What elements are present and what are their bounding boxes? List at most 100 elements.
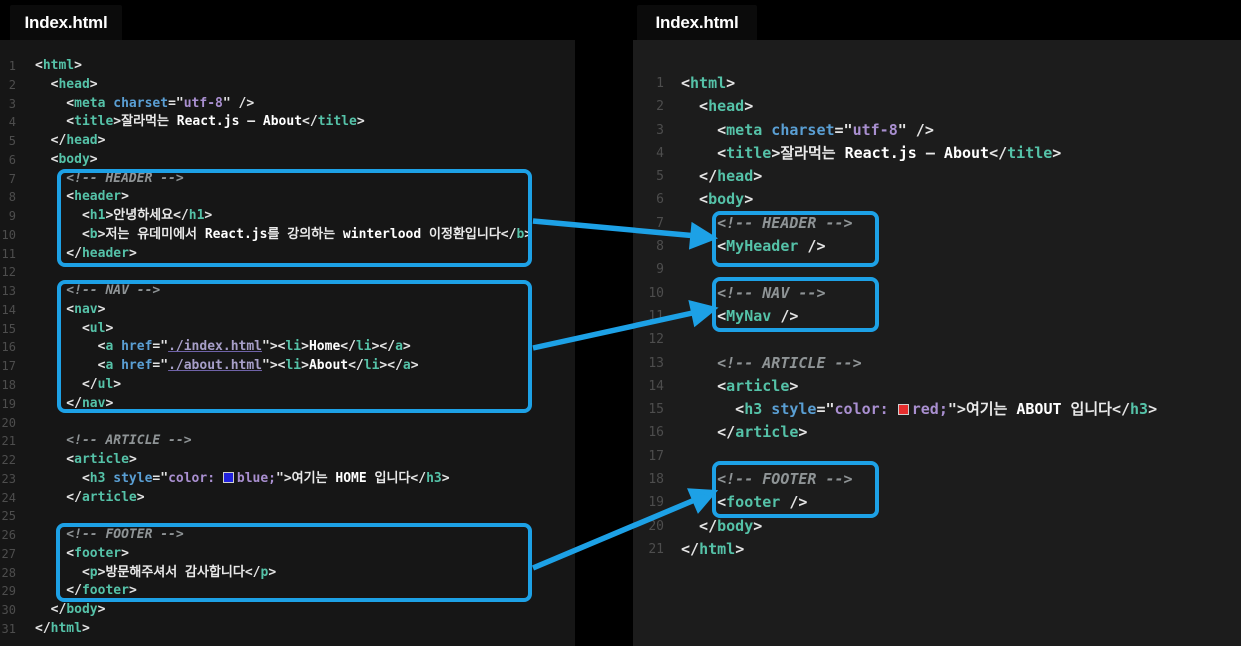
line-number: 1 [8,59,16,73]
code-token: > [1052,143,1062,162]
code-token: < [35,76,59,92]
code-token: > [753,167,763,186]
color-swatch-red[interactable] [897,404,909,416]
code-line: 17 <a href="./about.html"><li>About</li>… [0,357,575,376]
code-token: </ [35,583,82,599]
code-token: head [66,133,98,149]
code-token: ul [97,377,114,393]
code-token: < [681,493,727,512]
code-line: 1<html> [633,72,1241,95]
code-line: 13 <!-- ARTICLE --> [633,352,1241,375]
code-token: <!-- NAV --> [35,283,161,299]
line-number: 15 [648,402,664,418]
code-panel-right[interactable]: 1<html>2 <head>3 <meta charset="utf-8" /… [633,40,1241,646]
code-line: 6 <body> [0,151,575,170]
code-line: 17 [633,445,1241,468]
code-line: 26 <!-- FOOTER --> [0,526,575,545]
code-line: 3 <meta charset="utf-8" /> [633,119,1241,142]
line-number: 29 [1,584,16,599]
code-line: 23 <h3 style="color: blue;">여기는 HOME 입니다… [0,470,575,489]
code-token: body [717,516,754,535]
line-number: 24 [1,490,16,505]
tab-right-file[interactable]: Index.html [637,5,757,40]
code-token: > [97,226,106,242]
code-token: footer [81,583,129,599]
code-token: 여기는 [965,400,1017,419]
code-line: 5 </head> [633,165,1241,188]
code-line: 14 <nav> [0,301,575,320]
code-line: 7 <!-- HEADER --> [0,170,575,189]
code-lines-right: 1<html>2 <head>3 <meta charset="utf-8" /… [633,40,1241,561]
code-token: About [262,114,303,130]
line-number: 10 [648,285,664,301]
code-token: charset [105,95,169,111]
color-swatch-blue[interactable] [222,471,234,483]
tab-left-file[interactable]: Index.html [10,5,122,40]
code-token: ul [89,320,106,336]
code-line: 27 <footer> [0,545,575,564]
code-token: </ [35,133,67,149]
code-token: </ [681,516,718,535]
code-token: > [726,74,736,92]
code-token: < [35,358,106,374]
code-line: 14 <article> [633,375,1241,398]
code-token: </ [35,489,82,505]
code-line: 7 <!-- HEADER --> [633,212,1241,235]
code-token: body [66,602,98,618]
line-number: 7 [656,215,664,231]
line-number: 7 [8,171,16,186]
code-token: </ [35,377,98,393]
code-token: 잘라먹는 [121,114,177,130]
code-token: < [35,226,90,242]
code-line: 16 <a href="./index.html"><li>Home</li><… [0,338,575,357]
code-token: > [301,339,309,355]
code-token: > [74,58,82,73]
code-token: "> [947,400,966,419]
code-token: About [943,143,990,162]
code-line: 21 <!-- ARTICLE --> [0,432,575,451]
code-token: < [681,120,727,139]
code-token: React.js [176,114,240,130]
code-token: > [789,376,799,395]
code-token: > [89,76,98,92]
line-number: 18 [1,378,16,393]
code-token: " /> [222,95,255,111]
code-token: charset [762,120,835,139]
code-token: /> [780,493,808,512]
code-token: header [81,245,129,261]
line-number: 27 [1,546,16,561]
code-token: </ [35,620,51,636]
code-token: title [74,114,114,130]
code-token: head [717,167,754,186]
code-token: footer [726,493,781,512]
line-number: 11 [648,308,664,324]
line-number: 3 [656,122,664,138]
code-line: 3 <meta charset="utf-8" /> [0,95,575,114]
code-token: < [35,189,75,205]
code-line: 20 </body> [633,515,1241,538]
code-token: utf-8 [852,120,898,139]
code-token: </ [410,470,427,486]
code-token: /> [771,306,799,325]
code-line: 13 <!-- NAV --> [0,282,575,301]
code-token: > [753,516,763,535]
line-number: 26 [1,528,16,543]
code-line: 15 <ul> [0,320,575,339]
code-token: 입니다 [1061,400,1112,419]
code-token: < [35,114,75,130]
code-panel-left[interactable]: 1<html>2 <head>3 <meta charset="utf-8" /… [0,40,575,646]
code-token: < [681,74,691,92]
code-token: > [97,301,106,317]
code-token: > [356,114,365,130]
code-token: head [708,97,745,116]
code-token: li [363,358,380,374]
code-token: html [50,620,82,636]
code-token: <!-- FOOTER --> [681,470,853,489]
code-token: HOME [335,470,367,486]
line-number: 5 [656,169,664,185]
code-token: /> [798,237,826,256]
code-lines-left: 1<html>2 <head>3 <meta charset="utf-8" /… [0,40,575,639]
code-line: 31</html> [0,620,575,639]
line-number: 4 [656,145,664,161]
code-token: =" [152,339,169,355]
